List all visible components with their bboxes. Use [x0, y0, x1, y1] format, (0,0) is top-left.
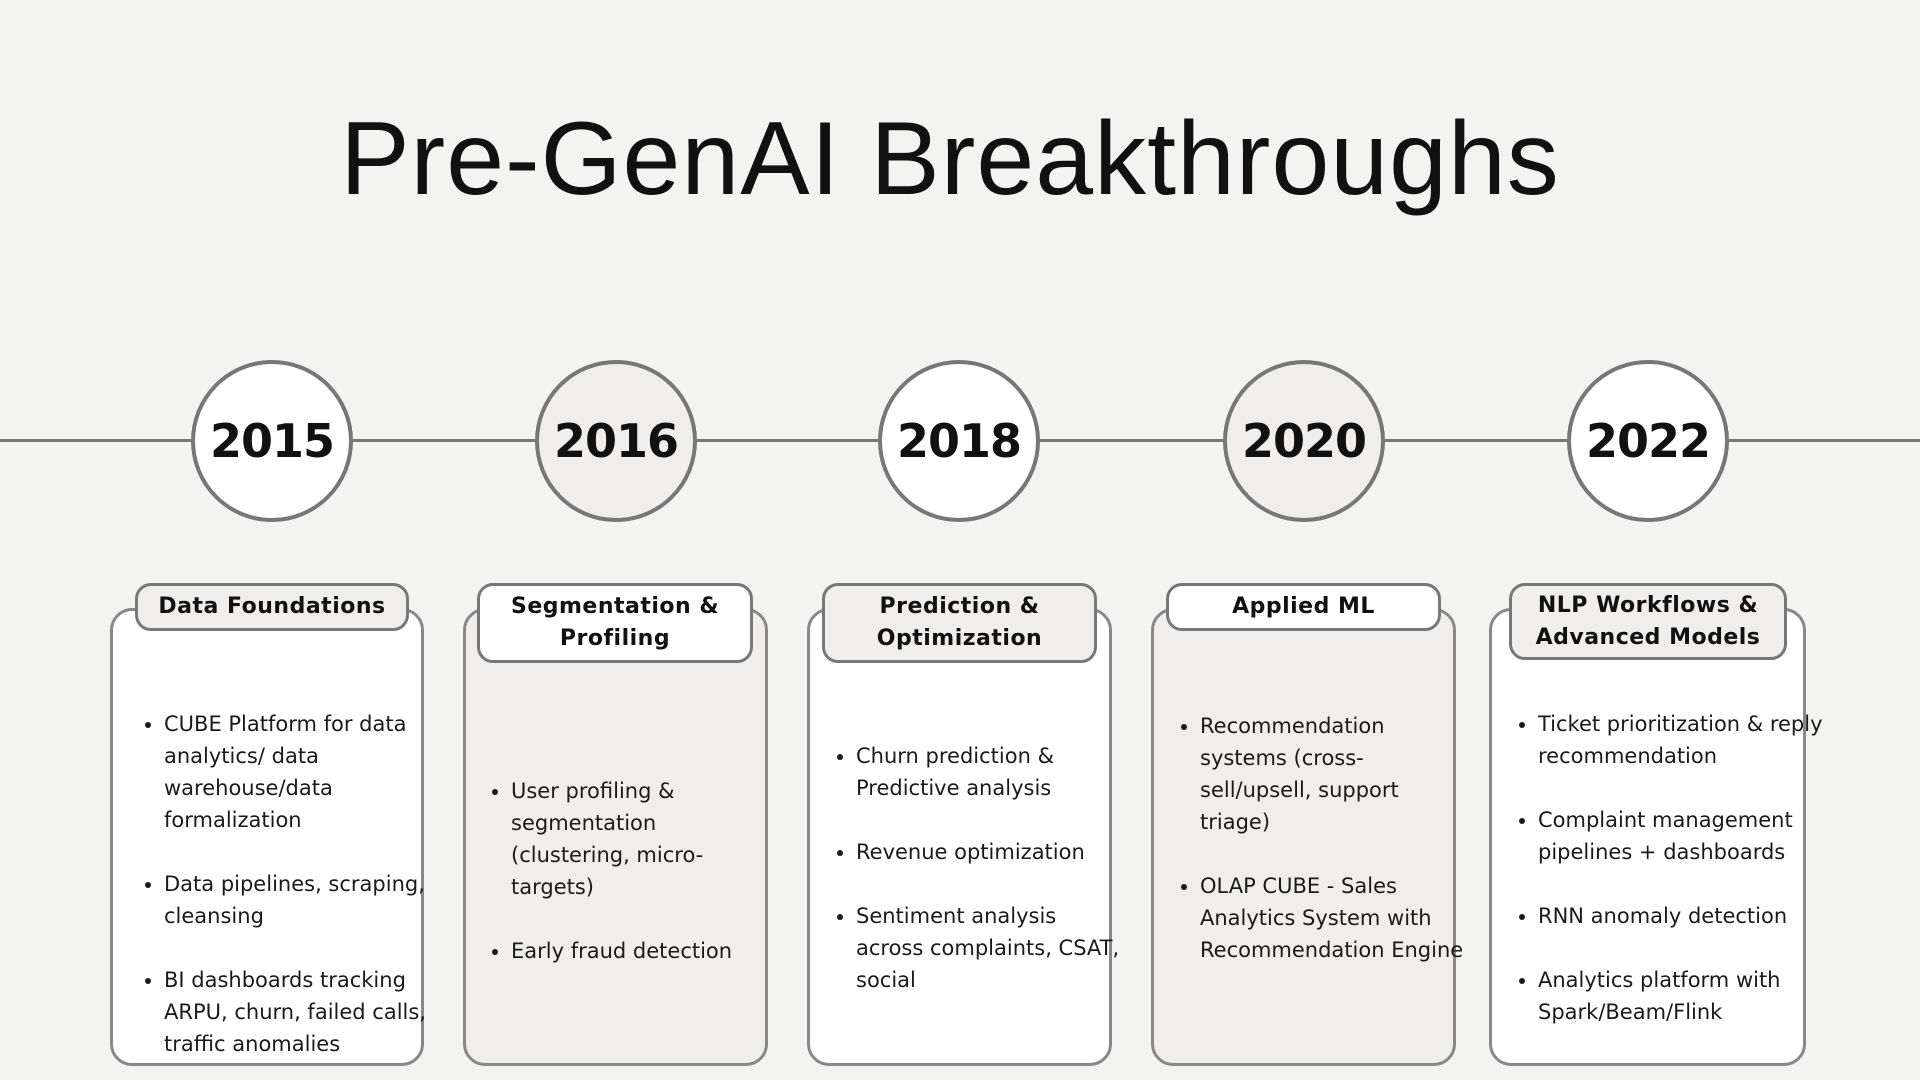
list-item: Ticket prioritization & reply recommenda… [1538, 708, 1828, 772]
year-circle-0: 2015 [191, 360, 353, 522]
list-item: User profiling & segmentation (clusterin… [511, 775, 771, 903]
year-label: 2018 [896, 414, 1022, 468]
milestone-list: Churn prediction & Predictive analysisRe… [830, 740, 1126, 996]
year-circle-3: 2020 [1223, 360, 1385, 522]
milestone-card [1489, 608, 1806, 1066]
list-item: Recommendation systems (cross-sell/upsel… [1200, 710, 1470, 838]
year-circle-1: 2016 [535, 360, 697, 522]
list-item: Revenue optimization [856, 836, 1126, 868]
milestone-list: Ticket prioritization & reply recommenda… [1512, 708, 1828, 1028]
milestone-heading: Applied ML [1166, 583, 1441, 631]
milestone-card [807, 608, 1112, 1066]
milestone-heading: Segmentation & Profiling [477, 583, 753, 663]
milestone-card [463, 608, 768, 1066]
milestone-card [110, 608, 424, 1066]
list-item: Churn prediction & Predictive analysis [856, 740, 1126, 804]
milestone-heading: NLP Workflows & Advanced Models [1509, 583, 1787, 660]
year-circle-2: 2018 [878, 360, 1040, 522]
list-item: RNN anomaly detection [1538, 900, 1828, 932]
milestone-heading: Data Foundations [135, 583, 409, 631]
milestone-list: CUBE Platform for data analytics/ data w… [138, 708, 444, 1060]
list-item: BI dashboards tracking ARPU, churn, fail… [164, 964, 444, 1060]
list-item: Complaint management pipelines + dashboa… [1538, 804, 1828, 868]
list-item: Sentiment analysis across complaints, CS… [856, 900, 1126, 996]
milestone-list: Recommendation systems (cross-sell/upsel… [1174, 710, 1470, 966]
list-item: CUBE Platform for data analytics/ data w… [164, 708, 444, 836]
year-label: 2016 [553, 414, 679, 468]
list-item: OLAP CUBE - Sales Analytics System with … [1200, 870, 1470, 966]
year-label: 2015 [209, 414, 335, 468]
list-item: Early fraud detection [511, 935, 771, 967]
milestone-list: User profiling & segmentation (clusterin… [485, 775, 771, 967]
year-circle-4: 2022 [1567, 360, 1729, 522]
page-title: Pre-GenAI Breakthroughs [340, 101, 1560, 217]
year-label: 2020 [1241, 414, 1367, 468]
year-label: 2022 [1585, 414, 1711, 468]
list-item: Analytics platform with Spark/Beam/Flink [1538, 964, 1828, 1028]
list-item: Data pipelines, scraping, cleansing [164, 868, 444, 932]
milestone-heading: Prediction & Optimization [822, 583, 1097, 663]
